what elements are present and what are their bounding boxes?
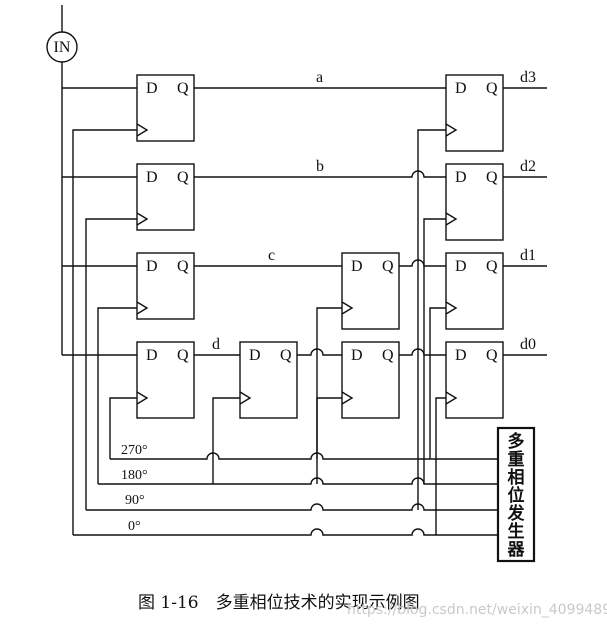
flipflop-col1-row2 bbox=[136, 163, 195, 231]
clock-wire-0deg bbox=[72, 129, 137, 535]
ff3-q-label: Q bbox=[177, 258, 189, 275]
flipflop-col4-row2 bbox=[445, 163, 504, 241]
watermark-text: https://blog.csdn.net/weixin_40994893 bbox=[347, 602, 607, 618]
flipflop-col3-row3 bbox=[341, 252, 400, 330]
input-label: IN bbox=[54, 39, 71, 56]
signal-c-label: c bbox=[268, 247, 275, 264]
ff9-q-label: Q bbox=[486, 169, 498, 186]
phase-270-label: 270° bbox=[121, 443, 148, 458]
flipflop-col1-row4 bbox=[136, 341, 195, 419]
ff8-d-label: D bbox=[455, 80, 467, 97]
generator-char-3: 相 bbox=[508, 467, 525, 488]
clock-wire-col4-row4 bbox=[435, 397, 446, 535]
ff6-d-label: D bbox=[351, 347, 363, 364]
ff5-d-label: D bbox=[249, 347, 261, 364]
clock-wire-col4-row3 bbox=[429, 307, 446, 459]
ff11-q-label: Q bbox=[486, 347, 498, 364]
clock-wire-270deg bbox=[109, 397, 137, 459]
flipflop-col2-row4 bbox=[239, 341, 298, 419]
clock-wire-col3-row3 bbox=[316, 307, 342, 459]
wire-c-2 bbox=[399, 259, 446, 267]
ff2-d-label: D bbox=[146, 169, 158, 186]
flipflop-col4-row1 bbox=[445, 74, 504, 152]
clock-wire-col4-row1 bbox=[417, 129, 446, 510]
flipflop-col1-row3 bbox=[136, 252, 195, 320]
clock-wire-180deg bbox=[97, 307, 137, 484]
ff7-d-label: D bbox=[351, 258, 363, 275]
phase-bus-180 bbox=[98, 477, 498, 485]
phase-bus-0 bbox=[73, 528, 498, 536]
ff2-q-label: Q bbox=[177, 169, 189, 186]
flipflop-col4-row3 bbox=[445, 252, 504, 330]
flipflop-col3-row4 bbox=[341, 341, 400, 419]
phase-bus-90 bbox=[86, 503, 498, 511]
signal-d-label: d bbox=[212, 336, 220, 353]
phase-bus-270 bbox=[110, 452, 498, 460]
ff1-d-label: D bbox=[146, 80, 158, 97]
output-d1-label: d1 bbox=[520, 247, 536, 264]
phase-0-label: 0° bbox=[128, 519, 141, 534]
ff6-q-label: Q bbox=[382, 347, 394, 364]
figure-caption: 图 1-16 多重相位技术的实现示例图 bbox=[138, 593, 420, 613]
ff8-q-label: Q bbox=[486, 80, 498, 97]
clock-wire-col3-row4 bbox=[316, 397, 342, 484]
signal-a-label: a bbox=[316, 69, 323, 86]
flipflop-col1-row1 bbox=[136, 74, 195, 142]
ff4-q-label: Q bbox=[177, 347, 189, 364]
ff10-d-label: D bbox=[455, 258, 467, 275]
ff3-d-label: D bbox=[146, 258, 158, 275]
phase-180-label: 180° bbox=[121, 468, 148, 483]
output-d0-label: d0 bbox=[520, 336, 536, 353]
ff1-q-label: Q bbox=[177, 80, 189, 97]
generator-char-1: 多 bbox=[508, 431, 525, 452]
wire-d-3 bbox=[399, 348, 446, 356]
wire-d-2 bbox=[297, 348, 342, 356]
output-d3-label: d3 bbox=[520, 69, 536, 86]
ff7-q-label: Q bbox=[382, 258, 394, 275]
generator-char-4: 位 bbox=[508, 485, 525, 506]
phase-90-label: 90° bbox=[125, 493, 145, 508]
phase-generator-box bbox=[496, 426, 536, 563]
ff5-q-label: Q bbox=[280, 347, 292, 364]
clock-wire-col4-row2 bbox=[423, 218, 446, 484]
generator-char-5: 发 bbox=[507, 503, 526, 524]
generator-char-6: 生 bbox=[508, 521, 525, 542]
clock-wire-col2-row4 bbox=[212, 397, 240, 484]
ff11-d-label: D bbox=[455, 347, 467, 364]
generator-char-7: 器 bbox=[507, 540, 526, 560]
ff9-d-label: D bbox=[455, 169, 467, 186]
clock-wire-90deg bbox=[85, 218, 137, 510]
ff10-q-label: Q bbox=[486, 258, 498, 275]
output-d2-label: d2 bbox=[520, 158, 536, 175]
flipflop-col4-row4 bbox=[445, 341, 504, 419]
signal-b-label: b bbox=[316, 158, 324, 175]
generator-char-2: 重 bbox=[508, 449, 525, 470]
ff4-d-label: D bbox=[146, 347, 158, 364]
